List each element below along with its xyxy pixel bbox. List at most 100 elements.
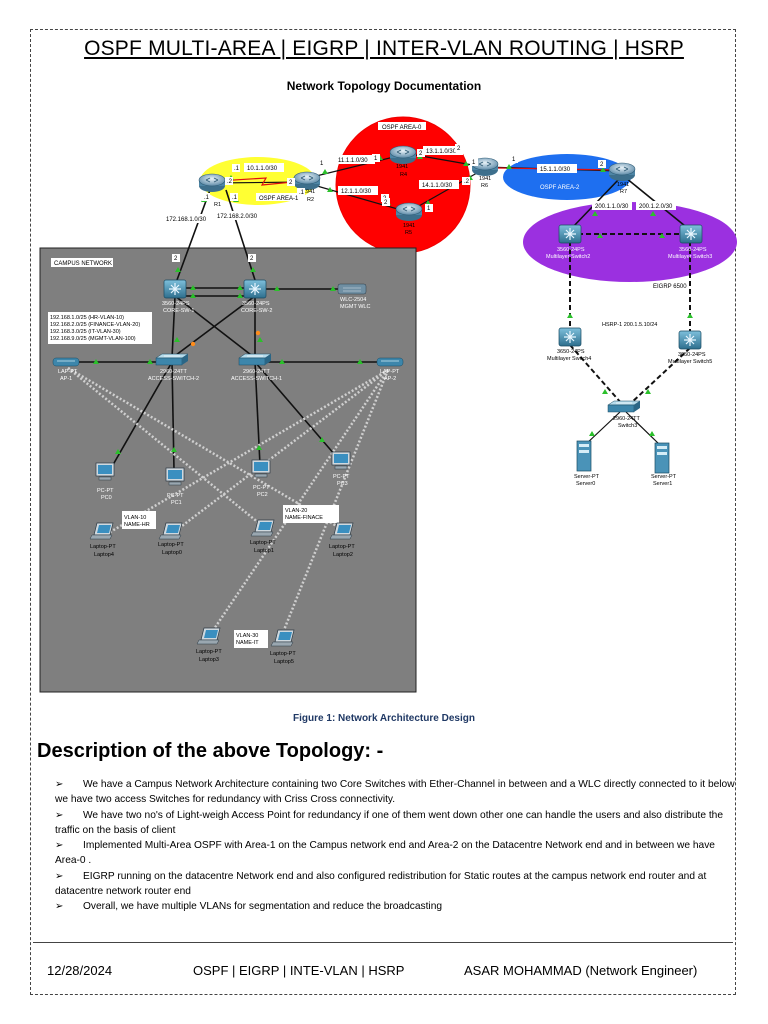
lap5-label: Laptop5 [274, 659, 294, 665]
pc1-label: PC1 [171, 500, 182, 506]
pc2-model: PC-PT [253, 485, 270, 491]
lap4-model: Laptop-PT [90, 544, 116, 550]
pc3-model: PC-PT [333, 474, 350, 480]
ap2-model: LAP-PT [380, 369, 400, 375]
r7-model: 1941 [617, 182, 629, 188]
acc2-model: 2960-24TT [160, 369, 188, 375]
msw5-sw3-link [629, 347, 691, 405]
core2-model: 3560-24PS [242, 301, 270, 307]
bullet-arrow-icon: ➢ [55, 901, 64, 913]
link-label-12: 12.1.1.0/30 [341, 189, 372, 195]
msw5-label: Multilayer Switch5 [668, 359, 712, 365]
bullet-arrow-icon: ➢ [55, 779, 64, 790]
wlc-label: MGMT WLC [340, 304, 370, 310]
vlan30-box [234, 630, 268, 648]
access-point-1[interactable] [52, 357, 80, 367]
r4-label: R4 [400, 172, 407, 178]
r6-model: 1941 [479, 176, 491, 182]
svg-text:2: 2 [289, 180, 293, 186]
link-label-172-2: 172.168.2.0/30 [217, 214, 258, 220]
wlc-controller[interactable] [337, 283, 367, 295]
svg-text:.1: .1 [299, 190, 305, 196]
vlan20-name: NAME-FINACE [285, 515, 323, 521]
msw4-model: 3650-24PS [557, 349, 585, 355]
subnet-mgmt: 192.168.9.0/25 (MGMT-VLAN-100) [50, 336, 136, 342]
router-r2[interactable] [293, 171, 321, 191]
lap2-model: Laptop-PT [329, 544, 355, 550]
description-heading: Description of the above Topology: - [37, 740, 384, 762]
multilayer-switch-4[interactable] [558, 327, 582, 347]
server-0[interactable] [576, 440, 592, 472]
srv1-label: Server1 [653, 481, 672, 487]
r2-model: 1941 [303, 189, 315, 195]
lap0-model: Laptop-PT [158, 542, 184, 548]
svg-text:2: 2 [384, 200, 388, 206]
multilayer-switch-3[interactable] [679, 224, 703, 244]
svg-text:1: 1 [427, 206, 431, 212]
acc1-label: ACCESS-SWITCH-1 [231, 376, 282, 382]
ap1-model: LAP-PT [58, 369, 78, 375]
link-label-15: 15.1.1.0/30 [540, 167, 571, 173]
router-r5[interactable] [395, 202, 423, 222]
acc1-model: 2960-24TT [243, 369, 271, 375]
access-switch-2[interactable] [155, 353, 189, 366]
svg-text:2: 2 [250, 256, 254, 262]
multilayer-switch-5[interactable] [678, 330, 702, 350]
router-r4[interactable] [389, 145, 417, 165]
lap2-label: Laptop2 [333, 552, 353, 558]
core-switch-2[interactable] [243, 279, 267, 299]
subnet-labels: 10.1.1.0/30 11.1.1.0/30 12.1.1.0/30 13.1… [164, 146, 676, 223]
link-label-10: 10.1.1.0/30 [247, 166, 278, 172]
footer-date: 12/28/2024 [47, 963, 113, 978]
bullet-arrow-icon: ➢ [55, 840, 64, 852]
network-topology-diagram: OSPF AREA-0 OSPF AREA-1 OSPF AREA-2 CAMP… [39, 116, 737, 693]
footer-author: ASAR MOHAMMAD (Network Engineer) [464, 963, 698, 978]
svg-text:1: 1 [374, 156, 378, 162]
server-1[interactable] [654, 442, 670, 474]
svg-text:1: 1 [320, 161, 324, 167]
link-label-200-2: 200.1.2.0/30 [639, 204, 673, 210]
core-switch-1[interactable] [163, 279, 187, 299]
diagram-subtitle: Network Topology Documentation [286, 79, 482, 93]
link-label-172-1: 172.168.1.0/30 [166, 217, 207, 223]
r5-model: 1941 [403, 223, 415, 229]
vlan10-id: VLAN-10 [124, 515, 146, 521]
router-r1[interactable] [198, 173, 226, 193]
list-item: ➢Overall, we have multiple VLANs for seg… [55, 899, 735, 914]
bullet-arrow-icon: ➢ [55, 809, 64, 821]
switch-3[interactable] [607, 400, 641, 413]
link-label-13: 13.1.1.0/30 [426, 149, 457, 155]
multilayer-switch-2[interactable] [558, 224, 582, 244]
svg-text:.1: .1 [234, 166, 240, 172]
pc3-label: PC3 [337, 481, 348, 487]
ap2-label: AP-2 [384, 376, 396, 382]
wlc-model: WLC-2504 [340, 297, 366, 303]
access-switch-1[interactable] [238, 353, 272, 366]
access-point-2[interactable] [376, 357, 404, 367]
msw3-model: 3560-24PS [679, 247, 707, 253]
core2-label: CORE-SW-2 [241, 308, 272, 314]
svg-text:2: 2 [419, 151, 423, 157]
vlan10-box [122, 511, 156, 529]
svg-text:1: 1 [512, 157, 516, 163]
router-r7[interactable] [608, 162, 636, 182]
srv1-model: Server-PT [651, 474, 677, 480]
vlan30-name: NAME-IT [236, 640, 259, 646]
ap1-label: AP-1 [60, 376, 72, 382]
lap0-label: Laptop0 [162, 550, 182, 556]
r7-label: R7 [620, 189, 627, 195]
description-list: ➢We have a Campus Network Architecture c… [55, 777, 735, 915]
pc0-model: PC-PT [97, 488, 114, 494]
sw3-label: Switch3 [618, 423, 637, 429]
pc0-label: PC0 [101, 495, 112, 501]
sw3-server1-link [625, 411, 661, 446]
footer-topics: OSPF | EIGRP | INTE-VLAN | HSRP [193, 963, 405, 978]
link-label-11: 11.1.1.0/30 [338, 158, 368, 164]
acc2-label: ACCESS-SWITCH-2 [148, 376, 199, 382]
vlan20-box [283, 505, 339, 523]
msw2-label: Multilayer Switch2 [546, 254, 590, 260]
srv0-label: Server0 [576, 481, 595, 487]
page-border [30, 29, 736, 995]
lap1-label: Laptop1 [254, 548, 274, 554]
area1-label: OSPF AREA-1 [259, 196, 299, 202]
